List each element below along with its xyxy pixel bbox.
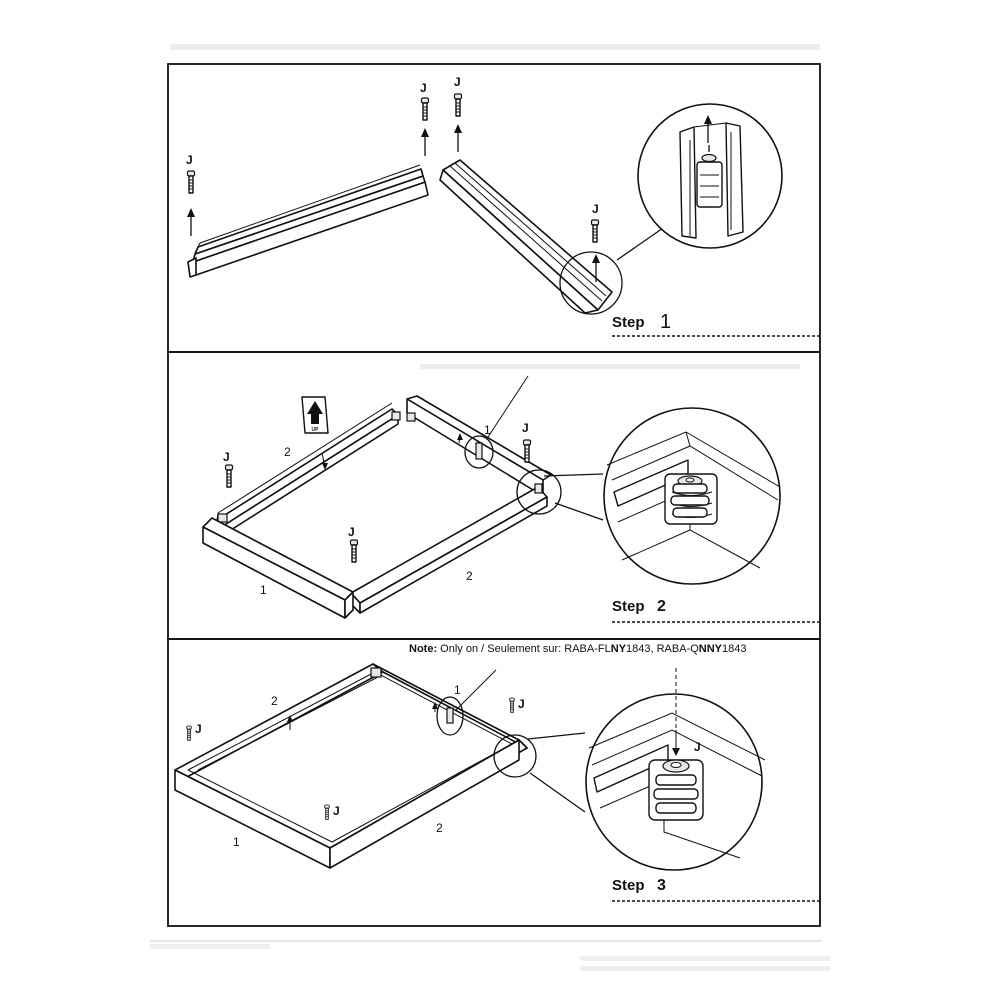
bracket-icon (648, 759, 704, 821)
bolt-icon (349, 539, 359, 563)
up-arrow-label-icon: UP (301, 396, 329, 434)
note-mid: 1843, RABA-Q (626, 643, 699, 655)
note-bold-1: NY (611, 643, 627, 655)
rail-one-label: 1 (484, 423, 491, 437)
hardware-label: J (348, 525, 355, 539)
bolt-icon (186, 170, 196, 194)
rail-one-front (202, 517, 354, 619)
rail-one-right (406, 395, 552, 497)
arrow-up-icon (420, 127, 430, 157)
detail-magnified-view (603, 407, 781, 585)
note-bold-2: NNY (699, 643, 723, 655)
hardware-label: J (522, 421, 529, 435)
rail-two-label: 2 (436, 821, 443, 835)
step-2-diagram: UP 2 1 1 2 J J J (202, 375, 820, 623)
rail-two-label: 2 (271, 694, 278, 708)
step-1-label: Step (612, 314, 645, 331)
bolt-icon (522, 439, 532, 463)
model-note: Note: Only on / Seulement sur: RABA-FLNY… (409, 643, 747, 655)
hardware-label: J (454, 75, 461, 89)
rail-left (187, 164, 429, 278)
step-1-diagram: J J J J Step 1 (186, 75, 820, 337)
note-text: Only on / Seulement sur: RABA-FL (437, 643, 611, 655)
bolt-icon (324, 804, 330, 820)
rail-right (439, 159, 613, 314)
ghost-header-text (150, 44, 830, 971)
rail-two-label: 2 (466, 569, 473, 583)
bolt-icon (420, 97, 430, 121)
hardware-label: J (333, 804, 340, 818)
bolt-icon (590, 219, 600, 243)
step-2-label: Step (612, 598, 645, 615)
step-1-number: 1 (660, 311, 671, 333)
up-text: UP (312, 427, 320, 433)
step-3-number: 3 (657, 877, 666, 894)
note-suffix: 1843 (722, 643, 746, 655)
rail-one-label: 1 (260, 583, 267, 597)
rail-one-label: 1 (233, 835, 240, 849)
rail-two-label: 2 (284, 445, 291, 459)
rail-one-label: 1 (454, 683, 461, 697)
rail-two-front (350, 486, 548, 614)
hardware-label: J (186, 153, 193, 167)
note-prefix: Note: (409, 643, 437, 655)
arrow-up-icon (186, 207, 196, 237)
hardware-label: J (592, 202, 599, 216)
arrow-up-icon (453, 123, 463, 153)
bracket-icon (664, 473, 718, 525)
assembled-frame (174, 663, 528, 869)
bolt-icon (509, 697, 515, 713)
bolt-icon (186, 725, 192, 741)
step-2-number: 2 (657, 598, 666, 615)
step-3-diagram: Note: Only on / Seulement sur: RABA-FLNY… (174, 643, 820, 902)
panel-step-3 (167, 638, 821, 927)
bolt-icon (224, 464, 234, 488)
hardware-label: J (195, 722, 202, 736)
hardware-label: J (420, 81, 427, 95)
hardware-label: J (223, 450, 230, 464)
detail-magnified-view (637, 103, 783, 249)
hardware-label: J (518, 697, 525, 711)
detail-magnified-view: J (585, 668, 766, 871)
step-3-label: Step (612, 877, 645, 894)
detail-callout-circle (559, 251, 623, 315)
hardware-label: J (694, 740, 701, 754)
bolt-icon (453, 93, 463, 117)
